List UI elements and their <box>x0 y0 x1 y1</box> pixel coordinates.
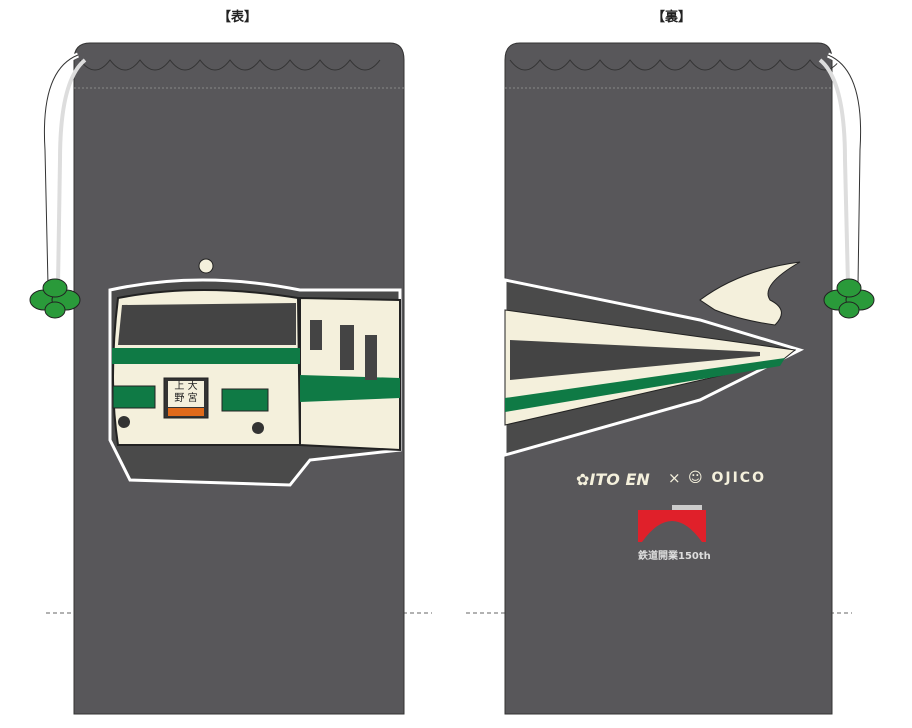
back-label: 【裏】 <box>652 10 692 25</box>
logo-separator: × <box>668 469 681 487</box>
train-front <box>108 258 402 487</box>
front-label: 【表】 <box>218 10 258 25</box>
anniversary-logo <box>638 505 706 542</box>
train-side <box>503 278 805 457</box>
anniversary-text: 鉄道開業150th <box>638 551 711 562</box>
front-bag <box>29 42 405 715</box>
itoen-logo: ✿ITO EN <box>576 470 650 489</box>
toggle-icon <box>29 278 81 319</box>
face-icon: ☺ <box>688 470 705 486</box>
back-bag <box>503 42 875 715</box>
destination-sign: 上 大 野 宮 <box>174 381 198 404</box>
leaf-icon: ✿ <box>576 470 590 489</box>
toggle-icon <box>823 278 875 319</box>
seagull-icon <box>699 261 801 326</box>
ojico-logo: ☺ OJICO <box>688 470 766 486</box>
